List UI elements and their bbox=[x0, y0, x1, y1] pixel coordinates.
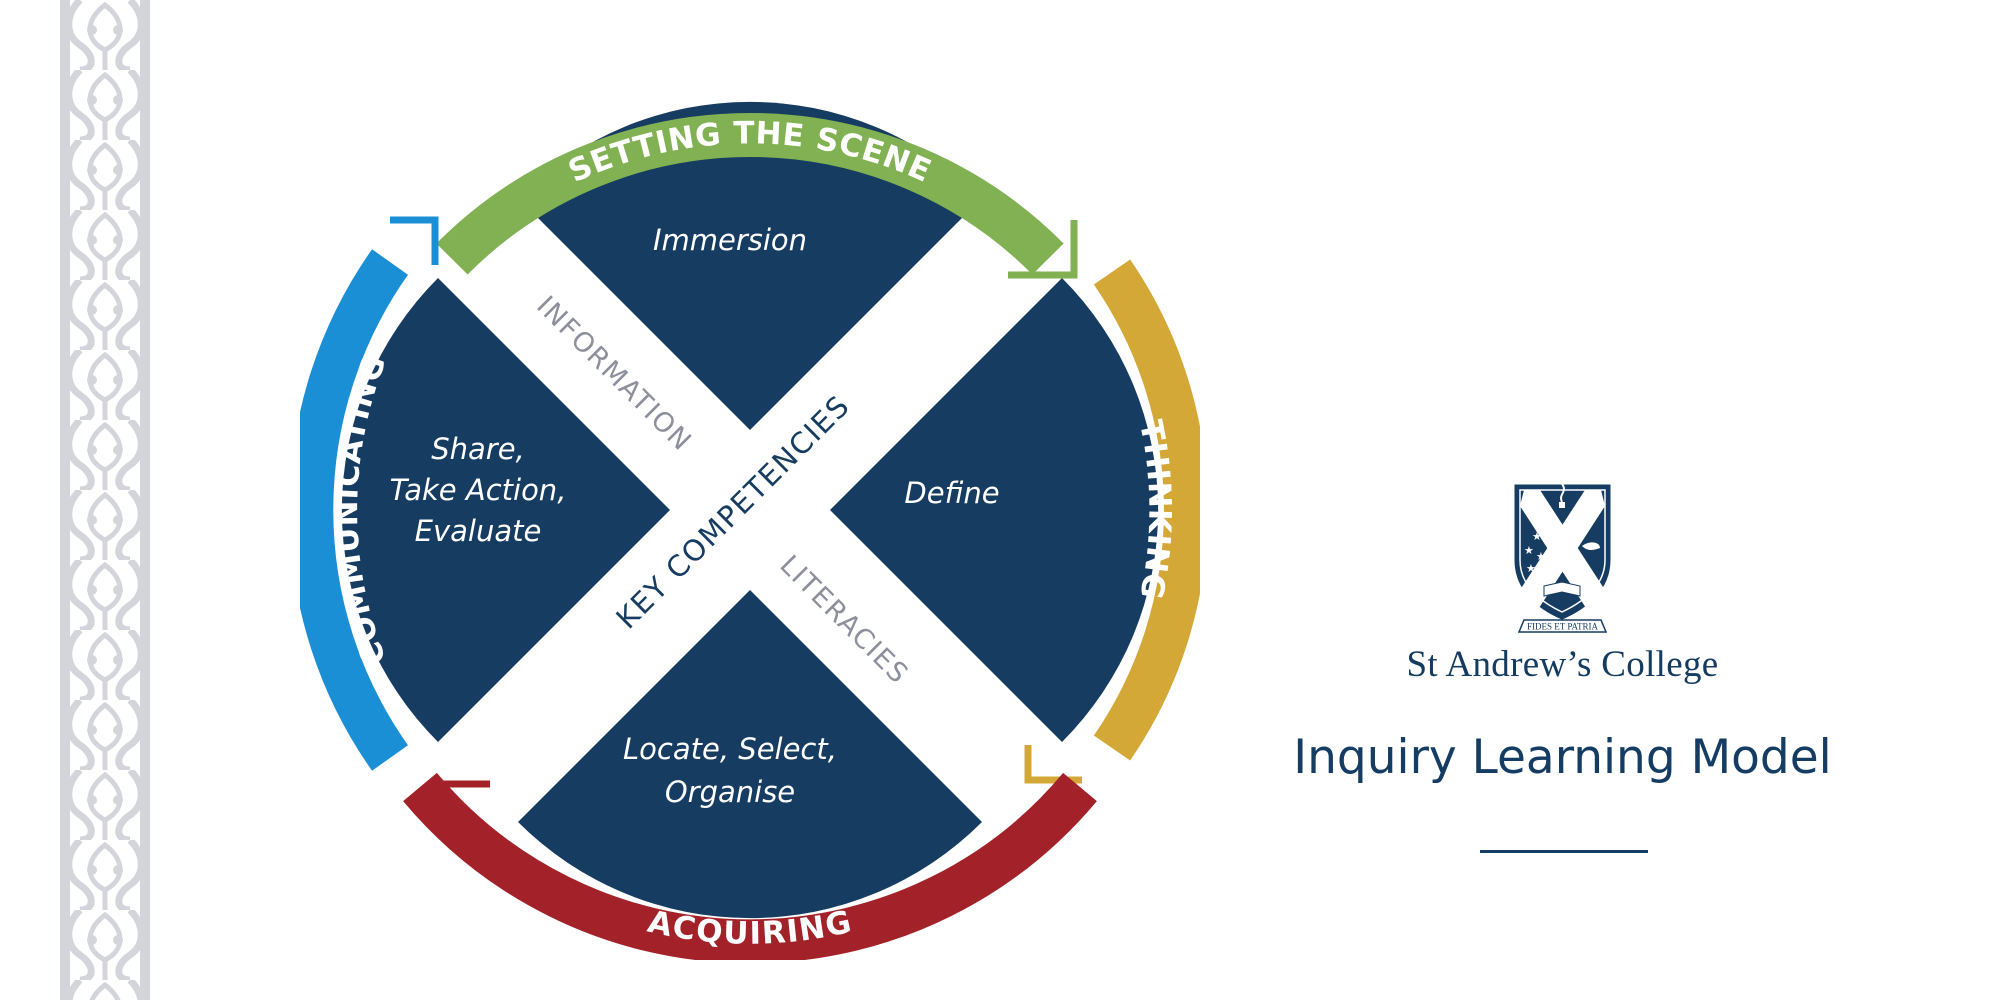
college-crest-logo: ★ ★ ★ ★ FIDES ET PATRIA bbox=[1514, 483, 1611, 633]
svg-text:★: ★ bbox=[1526, 562, 1536, 575]
arrow-setting-the-scene bbox=[1008, 220, 1078, 279]
svg-text:★: ★ bbox=[1532, 530, 1542, 543]
arc-thinking bbox=[1093, 259, 1200, 761]
arc-acquiring bbox=[403, 772, 1097, 960]
segment-locate bbox=[518, 590, 982, 919]
koru-border-pattern bbox=[60, 0, 150, 1000]
svg-text:★: ★ bbox=[1536, 550, 1546, 563]
segment-label-define: Define bbox=[904, 476, 999, 510]
segment-label-take-action: Take Action, bbox=[390, 473, 567, 507]
segment-label-share: Share, bbox=[431, 432, 525, 466]
arrow-thinking bbox=[1024, 745, 1082, 784]
svg-text:★: ★ bbox=[1524, 544, 1534, 557]
arc-setting-the-scene bbox=[436, 113, 1064, 275]
segment-label-organise: Organise bbox=[665, 775, 795, 809]
model-title: Inquiry Learning Model bbox=[1293, 730, 1832, 785]
segment-label-evaluate: Evaluate bbox=[415, 514, 542, 548]
arrow-communicating bbox=[390, 216, 439, 265]
segment-label-locate: Locate, Select, bbox=[623, 732, 837, 766]
inquiry-wheel-diagram: SETTING THE SCENE THINKING ACQUIRING COM… bbox=[300, 101, 1200, 960]
title-underline-divider bbox=[1480, 850, 1648, 853]
arrow-acquiring bbox=[436, 780, 490, 830]
segment-immersion bbox=[518, 101, 982, 430]
segment-label-immersion: Immersion bbox=[653, 223, 807, 257]
crest-motto: FIDES ET PATRIA bbox=[1527, 622, 1599, 632]
arc-communicating bbox=[300, 249, 408, 771]
segment-share bbox=[341, 278, 670, 742]
segment-define bbox=[830, 278, 1159, 742]
college-name: St Andrew’s College bbox=[1406, 644, 1719, 685]
